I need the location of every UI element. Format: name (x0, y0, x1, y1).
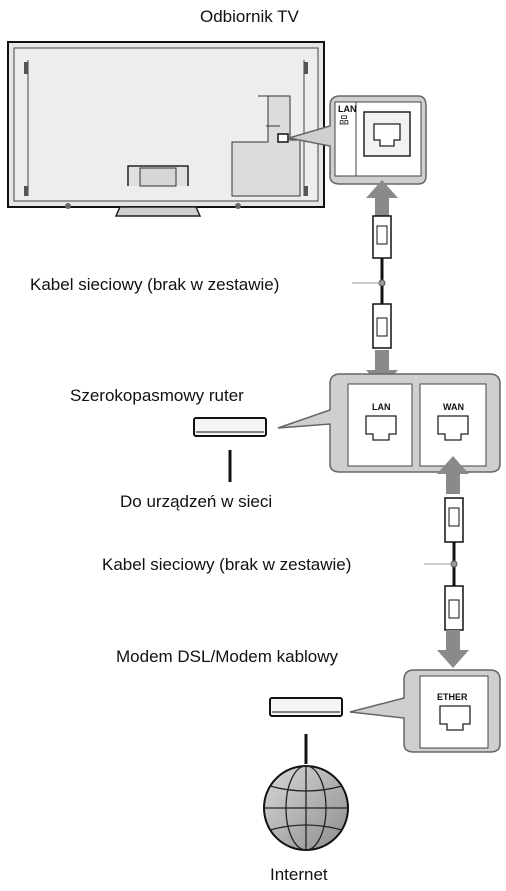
tv-label: Odbiornik TV (200, 7, 300, 26)
globe-icon (263, 765, 349, 851)
arrow-up-to-wan (437, 456, 469, 494)
router-callout: LAN WAN (277, 373, 501, 473)
modem-ether-port-label: ETHER (437, 692, 468, 702)
cable-top (352, 215, 392, 349)
tv-lan-port-label: LAN (338, 104, 357, 114)
devices-label: Do urządzeń w sieci (120, 492, 272, 511)
cable-top-label: Kabel sieciowy (brak w zestawie) (30, 275, 279, 294)
arrow-up-to-tv (366, 180, 398, 216)
router-label: Szerokopasmowy ruter (70, 386, 244, 405)
modem-callout: ETHER (349, 669, 501, 753)
router-device (193, 417, 267, 482)
arrow-down-to-modem (437, 630, 469, 668)
modem-label: Modem DSL/Modem kablowy (116, 647, 339, 666)
modem-device (269, 697, 343, 764)
router-wan-port-label: WAN (443, 402, 464, 412)
router-lan-port-label: LAN (372, 402, 391, 412)
network-icon: 品 (339, 115, 349, 127)
cable-bottom-label: Kabel sieciowy (brak w zestawie) (102, 555, 351, 574)
tv-back (7, 41, 325, 217)
cable-bottom (424, 497, 464, 631)
internet-label: Internet (270, 865, 328, 884)
tv-lan-callout: LAN 品 (288, 95, 427, 185)
